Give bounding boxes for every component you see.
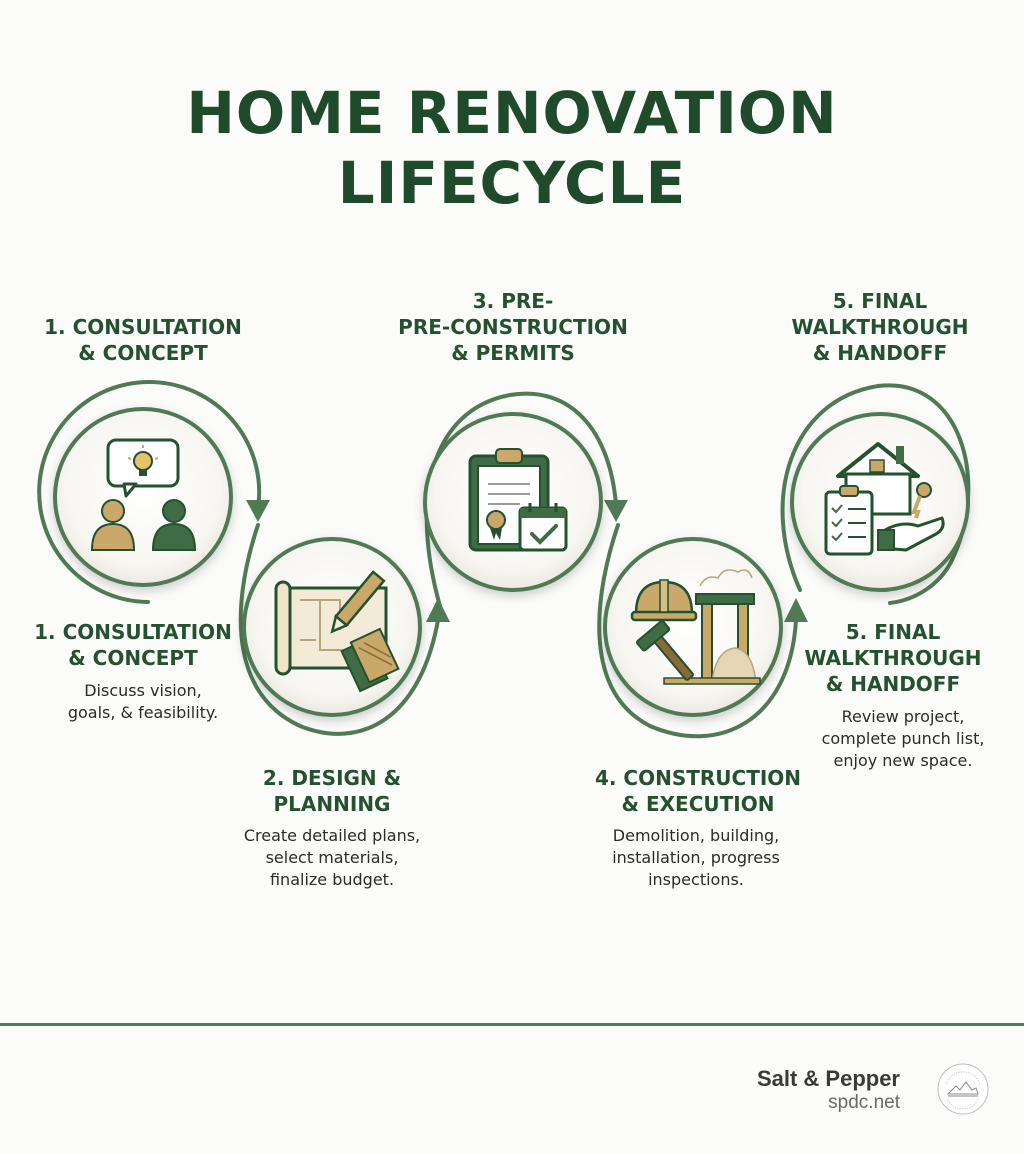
- step-4-description-line-3: inspections.: [648, 870, 744, 889]
- step-5-heading-line-1: 5. FINAL: [845, 620, 941, 644]
- step-4-heading-line-2: & EXECUTION: [621, 792, 775, 816]
- step-5-top-heading-line-2: WALKTHROUGH: [791, 315, 969, 339]
- footer-divider: [0, 1023, 1024, 1026]
- step-1-top-heading-line-2: & CONCEPT: [78, 341, 208, 365]
- step-2-heading-line-2: PLANNING: [273, 792, 391, 816]
- blueprint-icon: [274, 570, 400, 693]
- step-5-top-heading-line-3: & HANDOFF: [812, 341, 948, 365]
- arrowhead-2: [426, 598, 450, 622]
- step-1-heading-line-1: 1. CONSULTATION: [34, 620, 232, 644]
- permits-clipboard-icon: [468, 448, 568, 552]
- step-5-heading-line-2: WALKTHROUGH: [804, 646, 982, 670]
- step-1-description: Discuss vision, goals, & feasibility.: [33, 680, 253, 724]
- construction-icon: [630, 569, 761, 685]
- arrow-1: [37, 380, 262, 604]
- step-5-top-heading: 5. FINAL WALKTHROUGH & HANDOFF: [770, 288, 990, 366]
- step-1-heading-line-2: & CONCEPT: [68, 646, 198, 670]
- step-1-description-line-1: Discuss vision,: [84, 681, 202, 700]
- step-1-heading: 1. CONSULTATION & CONCEPT: [23, 619, 243, 671]
- step-4-heading-line-1: 4. CONSTRUCTION: [594, 766, 802, 790]
- step-2-heading: 2. DESIGN & PLANNING: [222, 765, 442, 817]
- step-4-description-line-2: installation, progress: [612, 848, 780, 867]
- title-line-2: LIFECYCLE: [337, 149, 687, 217]
- step-5-heading: 5. FINAL WALKTHROUGH & HANDOFF: [783, 619, 1003, 697]
- arrowhead-1: [246, 500, 270, 522]
- step-1-description-line-2: goals, & feasibility.: [67, 703, 219, 722]
- step-3-top-heading-line-1: 3. PRE-: [472, 289, 554, 313]
- title-line-1: HOME RENOVATION: [186, 79, 838, 147]
- page-title: HOME RENOVATION LIFECYCLE: [0, 78, 1024, 218]
- brand-name: Salt & Pepper: [756, 1066, 900, 1091]
- arrow-5: [780, 383, 971, 605]
- step-5-description-line-1: Review project,: [841, 707, 965, 726]
- step-2-description-line-1: Create detailed plans,: [243, 826, 421, 845]
- arrow-2: [238, 523, 440, 736]
- arrowhead-4: [784, 598, 808, 622]
- step-4-description-line-1: Demolition, building,: [612, 826, 780, 845]
- step-5-heading-line-3: & HANDOFF: [825, 672, 961, 696]
- flow-arrows: [37, 380, 971, 739]
- step-2-description-line-2: select materials,: [265, 848, 399, 867]
- footer-brand: Salt & Pepper spdc.net: [757, 1066, 900, 1114]
- step-5-top-heading-line-1: 5. FINAL: [832, 289, 928, 313]
- house-handoff-icon: [824, 442, 945, 556]
- step-2-description-line-3: finalize budget.: [269, 870, 395, 889]
- step-5-description-line-2: complete punch list,: [821, 729, 985, 748]
- consultation-icon: [90, 438, 197, 551]
- step-5-description-line-3: enjoy new space.: [833, 751, 973, 770]
- arrowhead-3: [604, 500, 628, 522]
- brand-site: spdc.net: [828, 1092, 900, 1113]
- brand-logo-icon: [937, 1063, 989, 1115]
- step-4-description: Demolition, building, installation, prog…: [586, 825, 806, 891]
- step-3-top-heading-line-3: & PERMITS: [451, 341, 575, 365]
- step-circle-4: [603, 537, 783, 717]
- step-2-description: Create detailed plans, select materials,…: [222, 825, 442, 891]
- step-circle-1: [53, 407, 233, 587]
- step-3-top-heading: 3. PRE- PRE-CONSTRUCTION & PERMITS: [393, 288, 633, 366]
- arrow-4: [597, 523, 798, 739]
- step-1-top-heading-line-1: 1. CONSULTATION: [44, 315, 242, 339]
- step-2-heading-line-1: 2. DESIGN &: [262, 766, 402, 790]
- step-1-top-heading: 1. CONSULTATION & CONCEPT: [33, 314, 253, 366]
- step-3-top-heading-line-2: PRE-CONSTRUCTION: [398, 315, 628, 339]
- step-4-heading: 4. CONSTRUCTION & EXECUTION: [588, 765, 808, 817]
- step-5-description: Review project, complete punch list, enj…: [793, 706, 1013, 772]
